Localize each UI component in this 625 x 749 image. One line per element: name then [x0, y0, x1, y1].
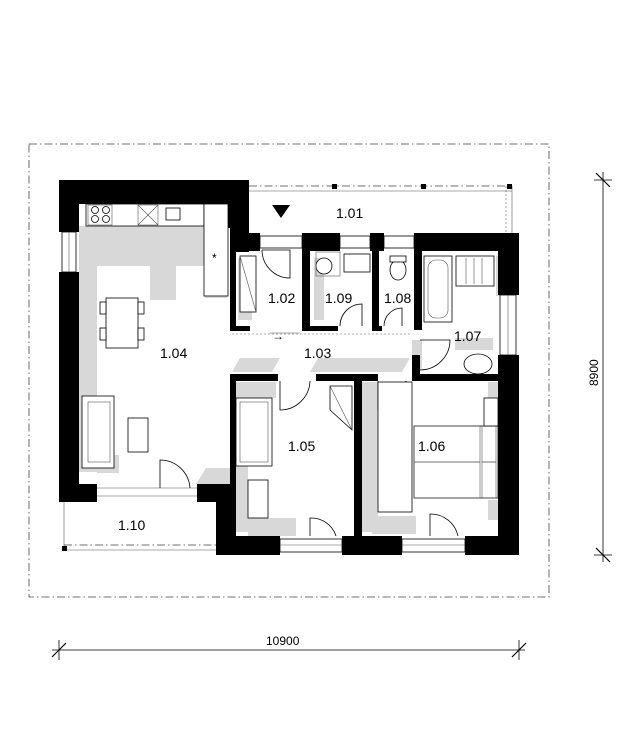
living-door [159, 459, 191, 489]
room-label-1-07: 1.07 [454, 328, 481, 344]
room-label-1-02: 1.02 [268, 290, 295, 306]
entry-fixtures [239, 249, 300, 334]
bathroom-fixtures [419, 255, 495, 375]
kitchen: * [85, 203, 229, 297]
width-dimension-label: 10900 [266, 634, 300, 648]
room-label-1-03: 1.03 [304, 345, 331, 361]
room-label-1-01: 1.01 [336, 205, 363, 221]
svg-text:*: * [212, 251, 217, 265]
room-label-1-10: 1.10 [118, 517, 145, 533]
hall-doors: → [232, 329, 412, 431]
wc-fixtures [315, 251, 371, 327]
toilet [383, 255, 407, 327]
sofa [81, 395, 149, 469]
walls [59, 180, 519, 555]
room-label-1-08: 1.08 [384, 290, 411, 306]
room-label-1-04: 1.04 [160, 345, 187, 361]
depth-dimension: 8900 [587, 172, 612, 563]
bedroom-2-furniture [377, 381, 499, 537]
windows [61, 231, 517, 553]
site-boundary [28, 143, 550, 598]
terrace-entry [249, 184, 513, 233]
depth-dimension-label: 8900 [587, 359, 601, 386]
room-label-1-09: 1.09 [325, 290, 352, 306]
bedroom-1-furniture [235, 397, 337, 537]
entrance-arrow [272, 205, 290, 218]
room-label-1-05: 1.05 [288, 438, 315, 454]
room-labels: 1.01 1.02 1.03 1.04 1.05 1.06 1.07 1.08 … [118, 205, 481, 533]
room-label-1-06: 1.06 [418, 438, 445, 454]
width-dimension: 10900 [51, 634, 527, 660]
dining-table [99, 297, 145, 349]
svg-text:→: → [272, 329, 284, 343]
terrace-living [62, 487, 216, 551]
